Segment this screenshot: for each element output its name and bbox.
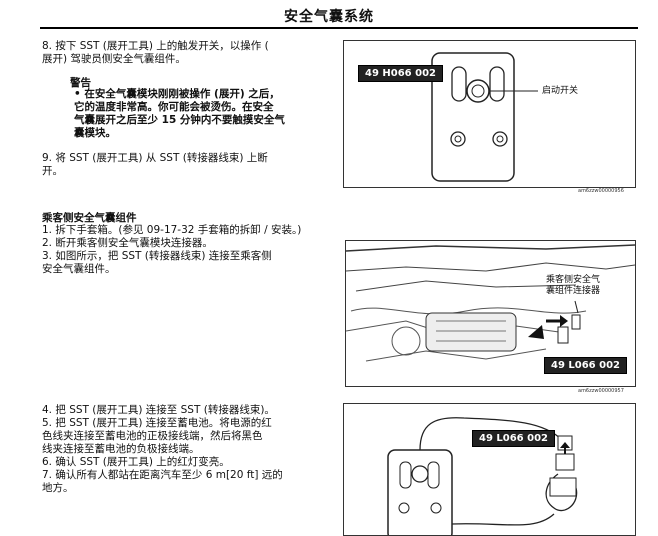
deployment-tool-illustration bbox=[431, 52, 538, 182]
warning-text: • 在安全气囊模块刚刚被操作 (展开) 之后， 它的温度非常高。你可能会被烫伤。… bbox=[74, 88, 285, 139]
page-title: 安全气囊系统 bbox=[284, 9, 374, 25]
bottom-steps: 4. 把 SST (展开工具) 连接至 SST (转接器线束)。 5. 把 SS… bbox=[42, 404, 283, 494]
section2-steps: 1. 拆下手套箱。(参见 09-17-32 手套箱的拆卸 / 安装。) 2. 断… bbox=[42, 224, 302, 275]
figure2-id: am6zzw00000957 bbox=[578, 388, 624, 394]
figure3-code: 49 L066 002 bbox=[472, 430, 555, 447]
figure-passenger-airbag-connector: 乘客侧安全气 囊组件连接器 49 L066 002 bbox=[345, 240, 636, 387]
tool-and-harness-illustration bbox=[387, 417, 578, 535]
connector-label: 乘客侧安全气 囊组件连接器 bbox=[546, 275, 601, 296]
section-heading-passenger: 乘客侧安全气囊组件 bbox=[42, 212, 137, 224]
figure2-code: 49 L066 002 bbox=[544, 357, 627, 374]
figure1-code: 49 H066 002 bbox=[358, 65, 443, 82]
title-rule bbox=[40, 27, 638, 29]
step-8: 8. 按下 SST (展开工具) 上的触发开关，以操作 ( 展开) 驾驶员侧安全… bbox=[42, 40, 269, 65]
figure-tool-connection: 49 L066 002 bbox=[343, 403, 636, 536]
step-9: 9. 将 SST (展开工具) 从 SST (转接器线束) 上断 开。 bbox=[42, 152, 268, 177]
warning-title: 警告 bbox=[70, 77, 91, 89]
start-switch-label: 启动开关 bbox=[542, 86, 579, 96]
figure-deployment-tool: 49 H066 002 启动开关 bbox=[343, 40, 636, 188]
figure1-id: am6zzw00000956 bbox=[578, 188, 624, 194]
